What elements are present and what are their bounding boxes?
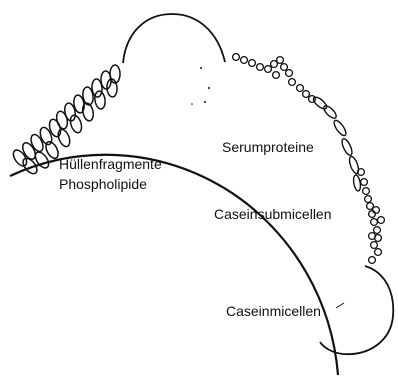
submicelle-circle (373, 207, 380, 214)
membrane-loop (20, 156, 39, 176)
serum-protein-blob (312, 95, 329, 111)
label-phospholipids: Phospholipide (59, 176, 147, 192)
serum-protein-blob (322, 104, 338, 120)
submicelle-circle (297, 85, 304, 92)
serum-protein-blob (348, 155, 361, 174)
serum-protein-blob (340, 137, 354, 156)
submicelle-circle (309, 96, 316, 103)
serum-protein-blob (332, 119, 348, 138)
submicelle-circle (371, 242, 378, 249)
submicelle-circle (273, 72, 280, 79)
casein-submicelle-particles (233, 54, 385, 264)
serum-protein-particles (312, 95, 362, 191)
stray-dots (191, 67, 210, 105)
membrane-loop (55, 110, 69, 130)
submicelle-circle (303, 91, 310, 98)
membrane-loop (56, 128, 72, 148)
submicelle-circle (378, 217, 385, 224)
submicelle-circle (286, 70, 293, 77)
submicelle-circle (365, 196, 372, 203)
submicelle-circle (257, 64, 264, 71)
submicelle-circle (374, 227, 381, 234)
submicelle-circle (369, 257, 376, 264)
submicelle-circle (233, 54, 240, 61)
membrane-loop (94, 90, 106, 109)
submicelle-circle (281, 64, 288, 71)
membrane-loop (29, 133, 46, 154)
submicelle-circle (361, 179, 368, 186)
submicelle-circle (277, 57, 284, 64)
casein-micelle-leader (336, 303, 344, 308)
submicelle-circle (363, 188, 370, 195)
membrane-loop (68, 114, 83, 134)
submicelle-circle (249, 60, 256, 67)
label-casein-submicelles: Caseinsubmicellen (214, 206, 332, 222)
label-membrane-fragments: Hüllenfragmente (59, 156, 162, 172)
casein-micelle-top (123, 14, 225, 63)
label-casein-micelles: Caseinmicellen (226, 303, 321, 319)
submicelle-circle (289, 79, 296, 86)
label-serum-proteins: Serumproteine (222, 139, 314, 155)
submicelle-circle (369, 211, 376, 218)
submicelle-circle (371, 219, 378, 226)
submicelle-circle (375, 235, 382, 242)
casein-micelle-bottom (320, 266, 393, 354)
submicelle-circle (375, 249, 382, 256)
submicelle-circle (241, 57, 248, 64)
submicelle-circle (265, 66, 272, 73)
